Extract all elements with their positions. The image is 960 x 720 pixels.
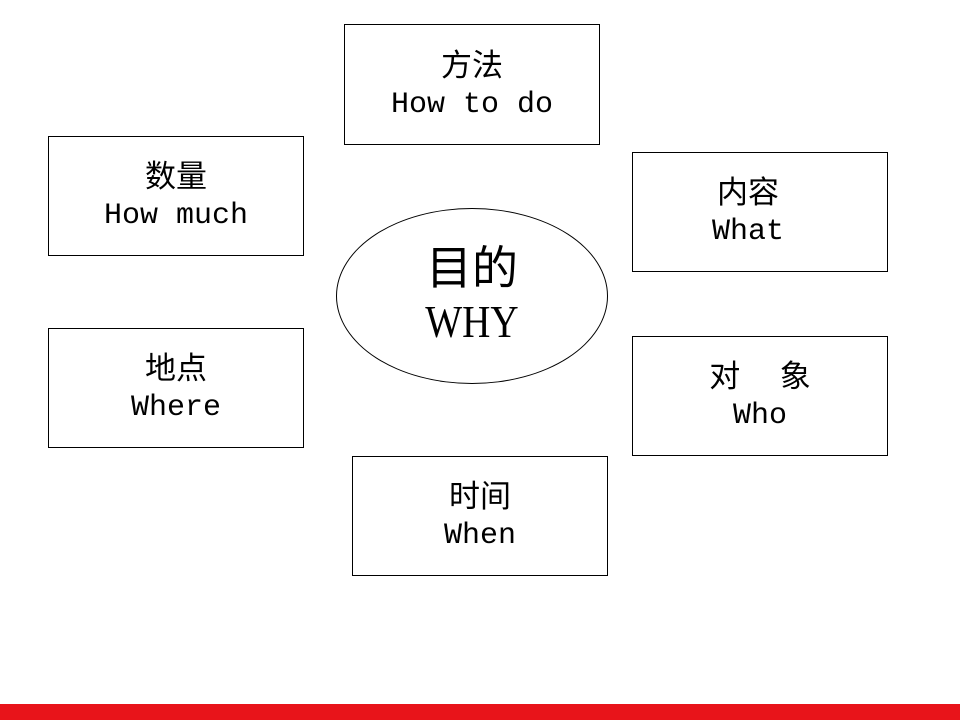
node-method: 方法 How to do [344, 24, 600, 145]
node-target-zh: 对 象 [709, 359, 811, 395]
node-quantity-zh: 数量 [145, 159, 207, 195]
node-place: 地点 Where [48, 328, 304, 448]
node-target: 对 象 Who [632, 336, 888, 456]
node-content-en: What [711, 215, 784, 249]
node-method-zh: 方法 [441, 47, 503, 84]
center-label-en: WHY [425, 296, 519, 347]
node-content: 内容 What [632, 152, 888, 272]
node-time-en: When [443, 519, 516, 553]
center-ellipse-why: 目的 WHY [336, 208, 608, 384]
node-place-zh: 地点 [145, 351, 207, 387]
node-time: 时间 When [352, 456, 608, 576]
node-quantity-en: How much [103, 199, 249, 233]
node-place-en: Where [130, 391, 221, 425]
node-method-en: How to do [390, 87, 554, 122]
node-target-en: Who [732, 399, 787, 433]
node-time-zh: 时间 [449, 479, 511, 515]
bottom-accent-bar [0, 704, 960, 720]
node-content-zh: 内容 [717, 175, 779, 211]
center-label-zh: 目的 [426, 241, 518, 295]
node-quantity: 数量 How much [48, 136, 304, 256]
